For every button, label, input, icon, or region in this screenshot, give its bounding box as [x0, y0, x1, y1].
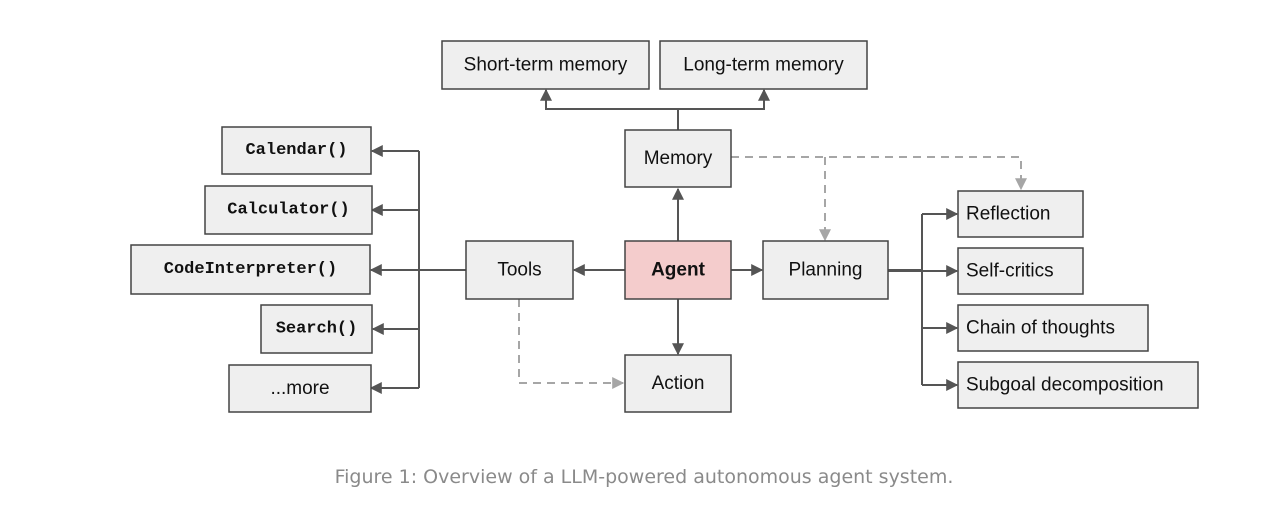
- node-label: Calendar(): [245, 141, 347, 160]
- node-label: Self-critics: [966, 261, 1054, 282]
- node-more: ...more: [228, 364, 372, 413]
- node-box: [465, 240, 574, 300]
- node-chain-of-thoughts: Chain of thoughts: [957, 304, 1149, 352]
- node-box: [957, 247, 1084, 295]
- node-label: Long-term memory: [683, 55, 844, 76]
- node-self-critics: Self-critics: [957, 247, 1084, 295]
- node-long-term-memory: Long-term memory: [659, 40, 868, 90]
- node-search: Search(): [260, 304, 373, 354]
- node-box: [624, 240, 732, 300]
- node-label: Memory: [644, 148, 713, 169]
- node-box: [260, 304, 373, 354]
- node-box: [957, 190, 1084, 238]
- node-memory: Memory: [624, 129, 732, 188]
- figure-caption: Figure 1: Overview of a LLM-powered auto…: [334, 466, 954, 488]
- edges: [369, 88, 1027, 394]
- node-box: [659, 40, 868, 90]
- node-box: [441, 40, 650, 90]
- edge-memory-to-reflection-dashed: [731, 156, 1027, 191]
- node-tools: Tools: [465, 240, 574, 300]
- node-calendar: Calendar(): [221, 126, 372, 175]
- node-label: ...more: [270, 378, 329, 399]
- node-box: [624, 129, 732, 188]
- node-planning: Planning: [762, 240, 889, 300]
- node-label: Chain of thoughts: [966, 318, 1115, 339]
- node-label: Reflection: [966, 204, 1051, 225]
- node-box: [624, 354, 732, 413]
- node-code-interpreter: CodeInterpreter(): [130, 244, 371, 295]
- node-label: Calculator(): [227, 201, 349, 220]
- node-box: [957, 361, 1199, 409]
- node-box: [130, 244, 371, 295]
- agent-system-diagram: Short-term memory Long-term memory Memor…: [130, 40, 1199, 413]
- node-label: Subgoal decomposition: [966, 375, 1164, 396]
- node-box: [228, 364, 372, 413]
- node-label: Short-term memory: [464, 55, 628, 76]
- node-agent: Agent: [624, 240, 732, 300]
- edge-memory-to-short-term: [540, 88, 678, 110]
- node-label: Action: [652, 373, 705, 394]
- node-label: Agent: [651, 260, 706, 281]
- node-reflection: Reflection: [957, 190, 1084, 238]
- node-label: Search(): [276, 320, 358, 339]
- node-box: [762, 240, 889, 300]
- node-action: Action: [624, 354, 732, 413]
- node-calculator: Calculator(): [204, 185, 373, 235]
- node-box: [221, 126, 372, 175]
- node-subgoal-decomposition: Subgoal decomposition: [957, 361, 1199, 409]
- node-short-term-memory: Short-term memory: [441, 40, 650, 90]
- edge-memory-to-long-term: [678, 88, 770, 110]
- node-box: [957, 304, 1149, 352]
- node-label: Tools: [497, 260, 541, 281]
- edge-tools-to-action-dashed: [518, 299, 625, 389]
- node-box: [204, 185, 373, 235]
- node-label: Planning: [789, 260, 863, 281]
- node-label: CodeInterpreter(): [164, 260, 337, 279]
